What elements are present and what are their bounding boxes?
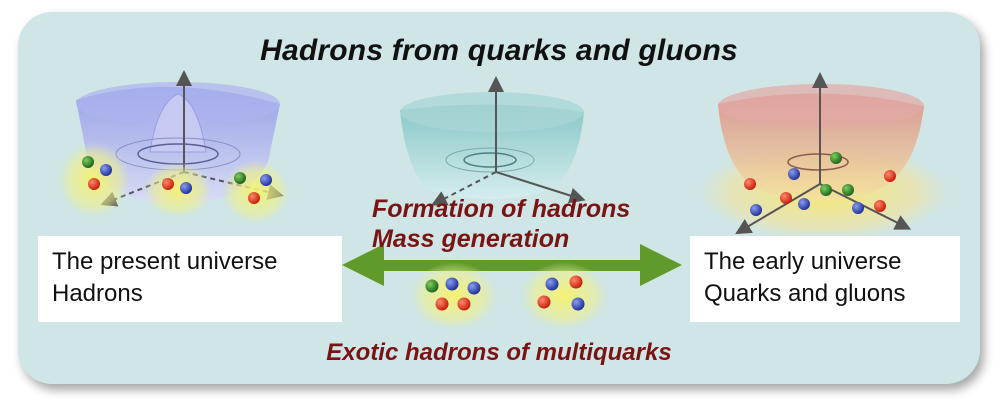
early-universe-line1: The early universe bbox=[704, 248, 902, 275]
present-universe-line1: The present universe bbox=[52, 248, 278, 275]
diagram-panel: Hadrons from quarks and gluons The prese… bbox=[18, 12, 980, 384]
quark-cluster-icon bbox=[410, 262, 608, 330]
formation-line1: Formation of hadrons bbox=[372, 195, 631, 223]
hadron-cluster-left bbox=[58, 142, 290, 224]
double-arrow-icon bbox=[342, 244, 682, 286]
present-universe-label: The present universe Hadrons bbox=[38, 236, 342, 322]
diagram-artwork bbox=[58, 70, 950, 330]
diagram-title: Hadrons from quarks and gluons bbox=[260, 34, 738, 67]
early-universe-label: The early universe Quarks and gluons bbox=[690, 236, 960, 322]
present-universe-line2: Hadrons bbox=[52, 280, 143, 307]
symmetric-potential-icon bbox=[698, 72, 950, 240]
exotic-hadrons-label: Exotic hadrons of multiquarks bbox=[326, 339, 672, 366]
formation-label: Formation of hadrons Mass generation bbox=[372, 194, 630, 254]
transition-potential-icon bbox=[400, 76, 586, 206]
formation-line2: Mass generation bbox=[372, 225, 570, 253]
early-universe-line2: Quarks and gluons bbox=[704, 280, 906, 307]
